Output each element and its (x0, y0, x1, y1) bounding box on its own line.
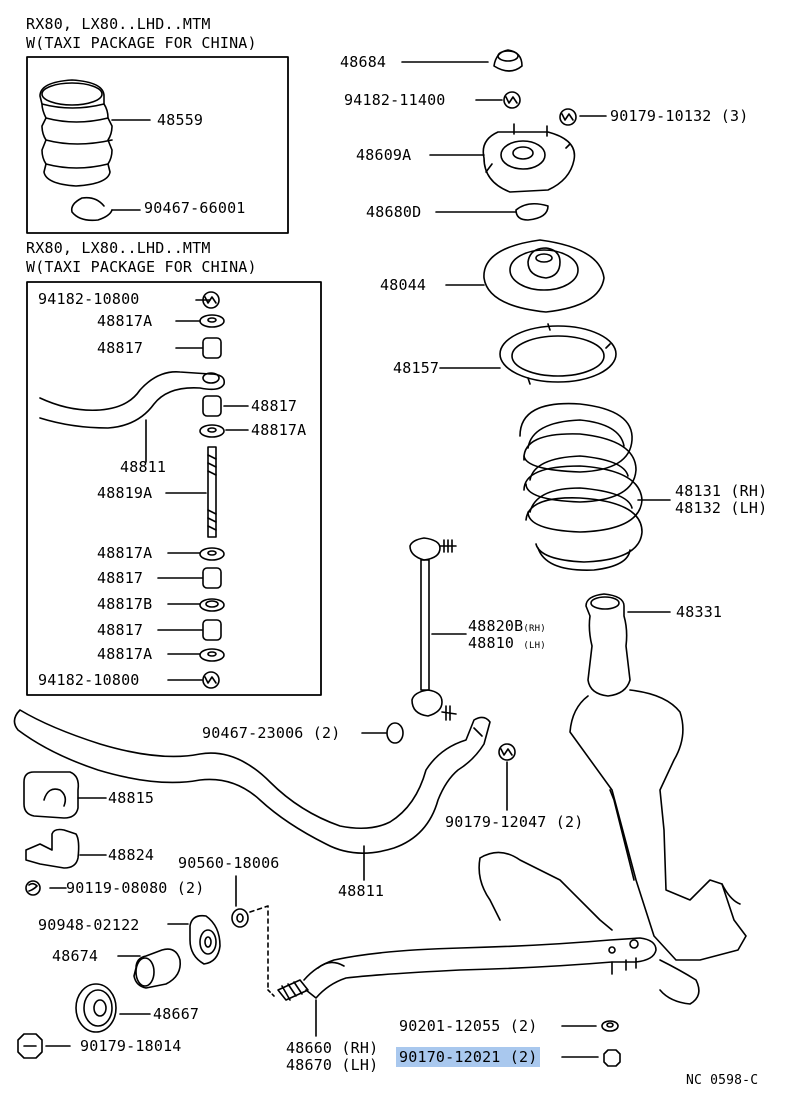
cushion-48667 (75, 983, 117, 1033)
part-label[interactable]: 90179-18014 (80, 1037, 182, 1055)
bump-stop-48331 (585, 593, 631, 697)
part-label[interactable]: 48824 (108, 846, 155, 864)
collar-90560-18006 (231, 908, 249, 928)
part-label[interactable]: 90560-18006 (178, 854, 280, 872)
spring-seat-48044 (483, 239, 605, 313)
part-label[interactable]: 94182-11400 (344, 91, 446, 109)
part-label[interactable]: 90179-12047 (2) (445, 813, 584, 831)
top-option-box (26, 56, 289, 234)
part-label[interactable]: 48131 (RH) (675, 482, 768, 500)
stabilizer-link-48820B (409, 537, 457, 721)
washer-90201-12055 (601, 1020, 619, 1032)
mid-box-package-line: W(TAXI PACKAGE FOR CHINA) (26, 258, 257, 276)
highlighted-part-number: 90170-12021 (2) (396, 1047, 541, 1067)
part-label: 48810 (468, 634, 515, 652)
part-label[interactable]: 90467-23006 (2) (202, 724, 341, 742)
part-label[interactable]: 48817 (97, 621, 144, 639)
part-label[interactable]: 48817A (97, 312, 153, 330)
part-label[interactable]: 48660 (RH) (286, 1039, 379, 1057)
strut-assembly (569, 689, 747, 961)
part-label[interactable]: 48132 (LH) (675, 499, 768, 517)
coil-spring-48131 (519, 402, 643, 571)
part-label[interactable]: 90179-10132 (3) (610, 107, 749, 125)
part-label[interactable]: 90201-12055 (2) (399, 1017, 538, 1035)
nut-90170-12021 (603, 1049, 621, 1067)
part-label[interactable]: 48817A (251, 421, 307, 439)
bellows-boot-48559 (39, 79, 113, 187)
part-label[interactable]: 90948-02122 (38, 916, 140, 934)
part-label[interactable]: 48811 (120, 458, 167, 476)
bracket-48824 (25, 828, 80, 869)
part-label[interactable]: 48815 (108, 789, 155, 807)
part-label[interactable]: 48674 (52, 947, 99, 965)
part-suffix: (RH) (523, 624, 546, 634)
mid-option-box (26, 281, 322, 696)
nut-icon-top (202, 291, 220, 309)
part-label[interactable]: 48667 (153, 1005, 200, 1023)
part-suffix: (LH) (523, 641, 546, 651)
mid-box-model-line: RX80, LX80..LHD..MTM (26, 239, 211, 257)
part-label: 48820B (468, 617, 524, 635)
part-label[interactable]: 48157 (393, 359, 440, 377)
part-label[interactable]: 48819A (97, 484, 153, 502)
clip-90467-66001 (70, 196, 113, 222)
stabilizer-bar-48811 (13, 709, 491, 854)
strut-mount-48609A (482, 131, 576, 193)
part-label-highlighted[interactable]: 90170-12021 (2) (396, 1047, 541, 1067)
part-label[interactable]: 48817 (97, 339, 144, 357)
drawing-code: NC 0598-C (686, 1073, 759, 1088)
insulator-48157 (499, 325, 617, 383)
bushing-48815 (23, 771, 80, 819)
link-bolt-48819A (207, 446, 217, 538)
nut-94182-11400 (503, 91, 521, 109)
part-label[interactable]: 48817A (97, 645, 153, 663)
seat-48680D (515, 202, 549, 221)
part-label[interactable]: 94182-10800 (38, 290, 140, 308)
top-box-package-line: W(TAXI PACKAGE FOR CHINA) (26, 34, 257, 52)
clip-90467-23006 (386, 722, 404, 744)
nut-90179-18014 (17, 1033, 43, 1059)
part-label[interactable]: 48680D (366, 203, 422, 221)
part-label[interactable]: 48817B (97, 595, 153, 613)
part-label-48820B[interactable]: 48820B(RH) (468, 618, 546, 637)
part-label-48810[interactable]: 48810 (LH) (468, 635, 546, 654)
cushion-90948-02122 (189, 914, 221, 965)
part-label[interactable]: 48670 (LH) (286, 1056, 379, 1074)
part-label[interactable]: 48811 (338, 882, 385, 900)
part-label[interactable]: 48331 (676, 603, 723, 621)
part-label[interactable]: 48609A (356, 146, 412, 164)
strut-rod-48660 (277, 937, 657, 1001)
part-label[interactable]: 90467-66001 (144, 199, 246, 217)
top-box-model-line: RX80, LX80..LHD..MTM (26, 15, 211, 33)
part-label[interactable]: 90119-08080 (2) (66, 879, 205, 897)
part-label[interactable]: 48817 (97, 569, 144, 587)
part-label[interactable]: 94182-10800 (38, 671, 140, 689)
part-label[interactable]: 48044 (380, 276, 427, 294)
part-label[interactable]: 48817A (97, 544, 153, 562)
cushion-48674 (133, 948, 182, 989)
knuckle-outline (478, 851, 613, 931)
part-label[interactable]: 48817 (251, 397, 298, 415)
part-label[interactable]: 48559 (157, 111, 204, 129)
part-label[interactable]: 48684 (340, 53, 387, 71)
